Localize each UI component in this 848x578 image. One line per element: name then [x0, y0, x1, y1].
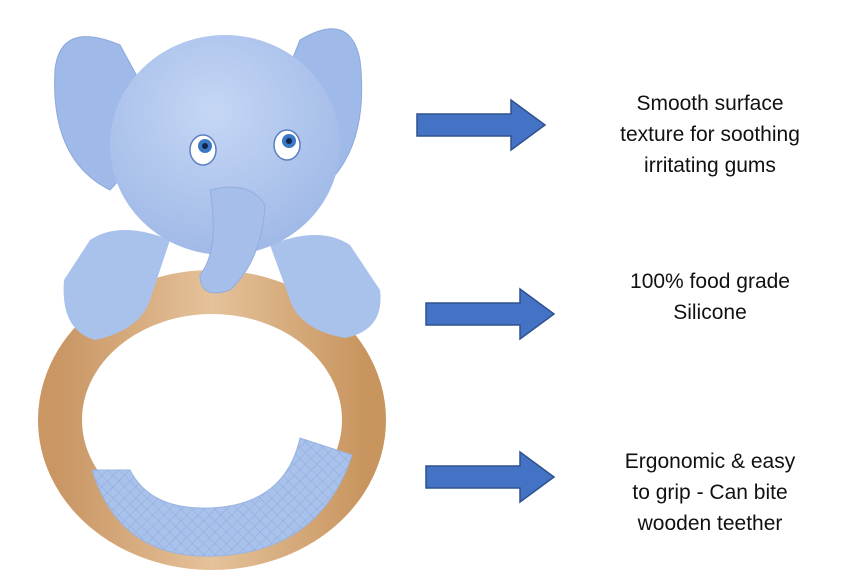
feature-line: irritating gums: [644, 154, 776, 177]
arrow-2: [425, 287, 556, 341]
arrow-3: [425, 450, 556, 504]
grip-sleeve: [91, 437, 353, 557]
eye-left: [189, 134, 217, 166]
feature-line: to grip - Can bite: [632, 481, 788, 504]
feature-line: 100% food grade: [630, 270, 790, 293]
arrow-shape: [425, 450, 556, 504]
elephant-teether-image: [38, 28, 386, 570]
eye-right: [273, 129, 301, 161]
feature-line: Silicone: [673, 301, 747, 324]
feature-ergonomic: Ergonomic & easy to grip - Can bite wood…: [590, 446, 830, 539]
feature-line: texture for soothing: [620, 123, 800, 146]
arrow-shape: [425, 287, 556, 341]
feature-line: Smooth surface: [636, 92, 784, 115]
feature-line: Ergonomic & easy: [624, 450, 796, 473]
feature-line: wooden teether: [637, 512, 783, 535]
arrow-shape: [416, 98, 547, 152]
feature-smooth-texture: Smooth surface texture for soothing irri…: [590, 88, 830, 181]
arrow-1: [416, 98, 547, 152]
feature-food-grade: 100% food grade Silicone: [590, 266, 830, 328]
